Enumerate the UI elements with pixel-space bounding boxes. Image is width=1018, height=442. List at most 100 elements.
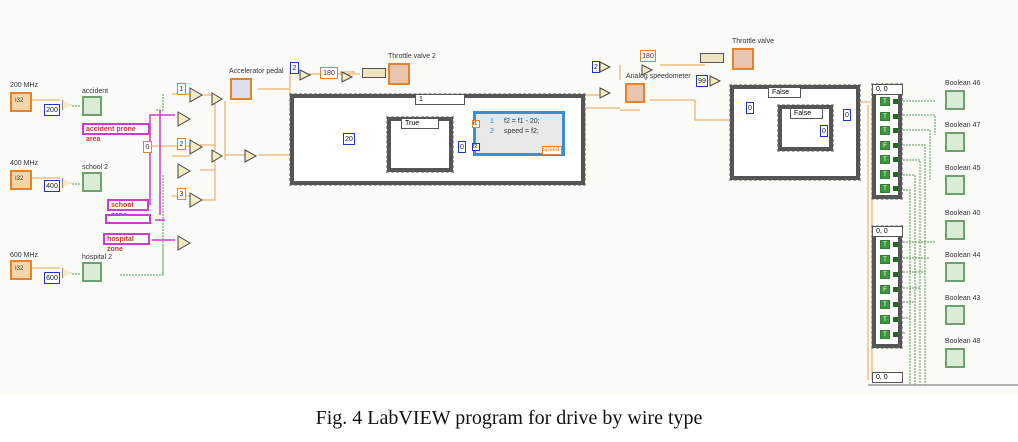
array-element-boolean: T: [880, 184, 890, 193]
select-node-icon: [177, 163, 191, 179]
array-element-boolean: F: [880, 140, 890, 150]
select-node-icon: [189, 87, 203, 103]
speedometer-label: Analog speedometer: [626, 73, 691, 80]
array-terminal: [893, 186, 898, 191]
case-selector[interactable]: 1: [415, 94, 465, 105]
add-node-icon: [244, 149, 258, 163]
numeric-constant-1: 1: [177, 83, 186, 95]
array-terminal: [893, 317, 898, 322]
array-element-boolean: T: [880, 97, 890, 106]
boolean-label: Boolean 48: [945, 338, 981, 345]
array-element-boolean: T: [880, 111, 890, 121]
formula-line-1: f2 = f1 - 20;: [504, 118, 540, 125]
array-terminal: [893, 171, 898, 177]
select-node-icon: [189, 192, 203, 208]
freq-label: 400 MHz: [10, 160, 39, 167]
add-node-icon: [211, 92, 223, 106]
select-nodes: [177, 61, 767, 251]
add-node-icon: [299, 69, 312, 81]
boolean-led-indicator: [945, 132, 965, 152]
bundle-node-icon: [362, 68, 386, 78]
array-element-boolean: T: [880, 255, 890, 264]
inner-case-selector[interactable]: True: [401, 118, 439, 129]
right-inner-case-selector[interactable]: False: [790, 108, 823, 119]
numeric-constant-0: 0: [143, 141, 152, 153]
boolean-label: Boolean 43: [945, 295, 981, 302]
numeric-control[interactable]: I32: [10, 92, 32, 112]
array-terminal: [893, 242, 898, 247]
constant-2: 2: [592, 61, 600, 73]
array-element-boolean: F: [880, 285, 890, 294]
select-node-icon: [177, 235, 191, 251]
boolean-label: Boolean 44: [945, 252, 981, 259]
array-terminal: [893, 142, 898, 148]
boolean-led-indicator: [945, 220, 965, 240]
add-node-icon: [641, 64, 654, 76]
array-terminal: [893, 332, 898, 337]
constant-0: 0: [843, 109, 851, 121]
constant-400: 400: [44, 180, 60, 192]
string-constant-accident-prone: accident prone area: [82, 123, 150, 143]
constant-2: 2: [290, 62, 299, 74]
throttle-valve-label: Throttle valve: [732, 38, 775, 45]
constant-0: 0: [458, 141, 466, 153]
array-element-boolean: T: [880, 270, 890, 279]
numeric-control[interactable]: I32: [10, 260, 32, 280]
boolean-indicator: [82, 262, 102, 282]
freq-label: 200 MHz: [10, 82, 39, 89]
array-element-boolean: T: [880, 330, 890, 339]
array-element-boolean: T: [880, 169, 890, 179]
constant-20: 20: [343, 133, 355, 145]
throttle-valve-2-gauge-icon: [388, 63, 410, 85]
boolean-indicator: [82, 172, 102, 192]
boolean-led-indicator: [945, 90, 965, 110]
array-element-boolean: T: [880, 240, 890, 249]
constant-0: 0: [746, 102, 754, 114]
add-node-icon: [599, 61, 612, 73]
array-terminal: [893, 302, 898, 307]
boolean-led-indicator: [945, 175, 965, 195]
right-case-selector[interactable]: False: [768, 87, 801, 98]
select-node-icon: [177, 111, 191, 127]
numeric-constant-3: 3: [177, 188, 186, 200]
constant-200: 200: [44, 104, 60, 116]
array-terminal: [893, 99, 898, 104]
accelerator-pedal-label: Accelerator pedal: [229, 68, 284, 75]
freq-label: 600 MHz: [10, 252, 39, 259]
boolean-led-indicator: [945, 305, 965, 325]
add-node-icon: [211, 149, 223, 163]
labview-block-diagram: 200 MHz I32 200 accident 400 MHz I32 400…: [10, 38, 1018, 386]
array-element-boolean: T: [880, 126, 890, 135]
subtract-node-icon: [599, 87, 612, 99]
figure-caption: Fig. 4 LabVIEW program for drive by wire…: [315, 407, 703, 429]
boolean-label: Boolean 47: [945, 122, 981, 129]
array-element-boolean: T: [880, 155, 890, 164]
boolean-indicator: [82, 96, 102, 116]
indicator-label: hospital 2: [82, 254, 112, 261]
array-index-3[interactable]: 0, 0: [872, 372, 903, 383]
boolean-led-indicator: [945, 262, 965, 282]
array-index-2[interactable]: 0, 0: [872, 226, 903, 237]
constant-99: 99: [696, 75, 708, 87]
greater-node-icon: [709, 75, 722, 87]
constant-600: 600: [44, 272, 60, 284]
array-index-1[interactable]: 0, 0: [872, 84, 903, 95]
numeric-control[interactable]: I32: [10, 170, 32, 190]
boolean-label: Boolean 45: [945, 165, 981, 172]
select-node-icon: [189, 139, 203, 155]
numeric-constant-2: 2: [177, 138, 186, 150]
array-terminal: [893, 157, 898, 162]
inner-case-structure: [386, 116, 454, 173]
array-terminal: [893, 113, 898, 119]
formula-input-f1: f1: [472, 120, 480, 128]
array-terminal: [893, 257, 898, 262]
add-node-icon: [341, 71, 354, 83]
constant-180: 180: [640, 50, 656, 62]
array-terminal: [893, 287, 898, 292]
array-element-boolean: T: [880, 315, 890, 324]
boolean-label: Boolean 46: [945, 80, 981, 87]
accelerator-pedal-slider-icon[interactable]: [230, 78, 252, 100]
indicator-label: accident: [82, 88, 109, 95]
formula-input-f2: f2: [472, 143, 480, 151]
boolean-led-indicator: [945, 348, 965, 368]
